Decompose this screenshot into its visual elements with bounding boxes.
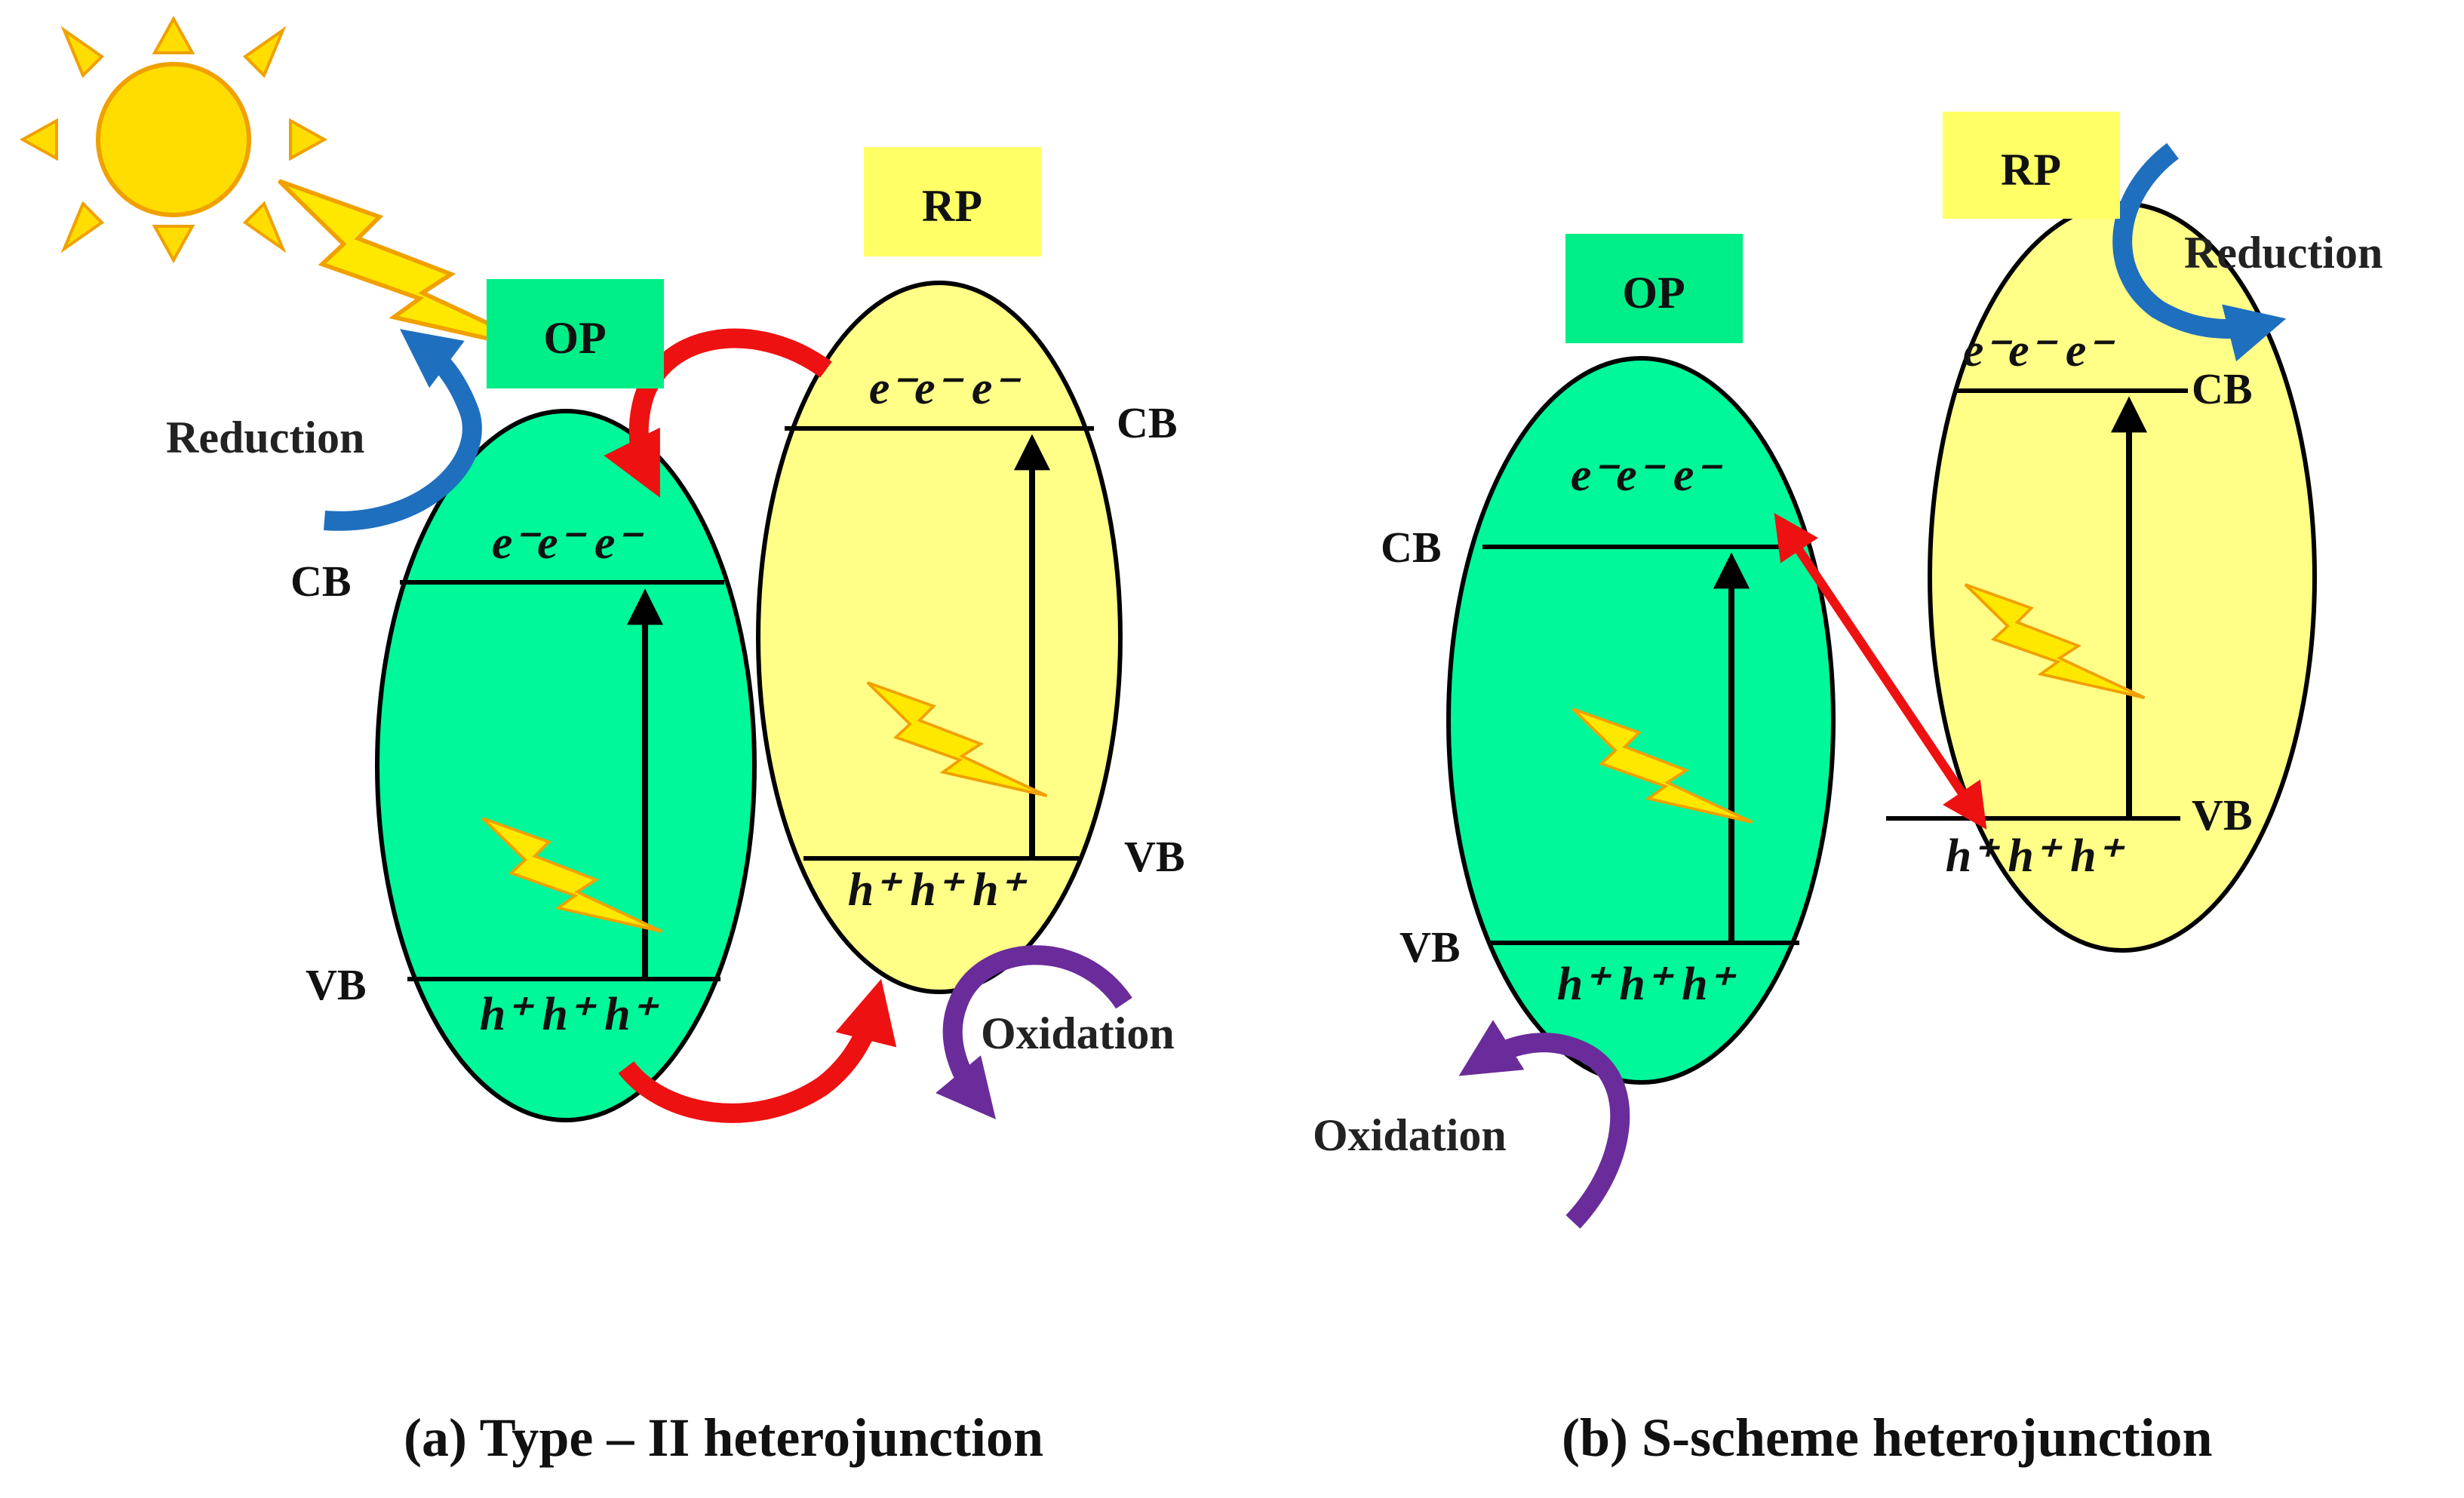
- panel-b-oxidation-label: Oxidation: [1313, 1110, 1507, 1160]
- panel-b-rp-vb-label: VB: [2192, 790, 2253, 840]
- panel-b-op-holes: h⁺ h⁺ h⁺: [1557, 959, 1737, 1010]
- panel-b-rp-label: RP: [2001, 145, 2061, 195]
- panel-a-oxidation-arrow: [936, 945, 1132, 1119]
- panel-b-reduction-arrow: [2112, 143, 2287, 362]
- panel-a-rp-label: RP: [922, 181, 982, 231]
- panel-b-rp-electrons: e⁻e⁻ e⁻: [1963, 325, 2115, 376]
- panel-b-rp-cb-label: CB: [2192, 364, 2253, 413]
- panel-b-op-vb-label: VB: [1399, 922, 1461, 972]
- panel-b-reduction-label: Reduction: [2184, 228, 2383, 278]
- panel-a-rp-electrons: e⁻e⁻ e⁻: [869, 363, 1022, 414]
- panel-a-op-holes: h⁺ h⁺ h⁺: [480, 989, 659, 1040]
- panel-b-op-label: OP: [1622, 268, 1685, 318]
- panel-a-rp-holes: h⁺ h⁺ h⁺: [848, 864, 1028, 916]
- panel-a-op-label-box: [487, 279, 664, 388]
- panel-a-rp-cb-label: CB: [1117, 398, 1178, 447]
- panel-a-op-ellipse: [375, 409, 757, 1122]
- panel-a-caption: (a) Type – II heterojunction: [404, 1407, 1043, 1468]
- panel-b-op-electrons: e⁻e⁻ e⁻: [1571, 450, 1723, 501]
- panel-a-op-cb-label: CB: [290, 557, 352, 606]
- panel-a-rp-vb-label: VB: [1124, 832, 1185, 881]
- panel-b-rp-label-box: [1943, 112, 2120, 219]
- panel-b-op-cb-label: CB: [1381, 523, 1442, 572]
- panel-a-reduction-arrow: [324, 329, 482, 531]
- panel-a-op-vb-label: VB: [306, 960, 367, 1009]
- panel-a-reduction-label: Reduction: [166, 413, 364, 462]
- panel-a-oxidation-label: Oxidation: [981, 1008, 1175, 1058]
- panel-b-op-label-box: [1565, 234, 1743, 343]
- panel-a-op-label: OP: [543, 313, 606, 363]
- panel-b-caption: (b) S-scheme heterojunction: [1562, 1407, 2213, 1468]
- panel-b-s-scheme-recombination-arrow: [1774, 513, 1987, 830]
- sun-icon: [19, 15, 328, 264]
- panel-b-rp-holes: h⁺ h⁺ h⁺: [1946, 830, 2125, 882]
- panel-a-hole-transfer-arrow: [618, 978, 897, 1123]
- panel-b-oxidation-arrow: [1458, 1020, 1630, 1229]
- panel-a-rp-label-box: [864, 147, 1041, 256]
- panel-a-op-electrons: e⁻e⁻ e⁻: [492, 517, 644, 569]
